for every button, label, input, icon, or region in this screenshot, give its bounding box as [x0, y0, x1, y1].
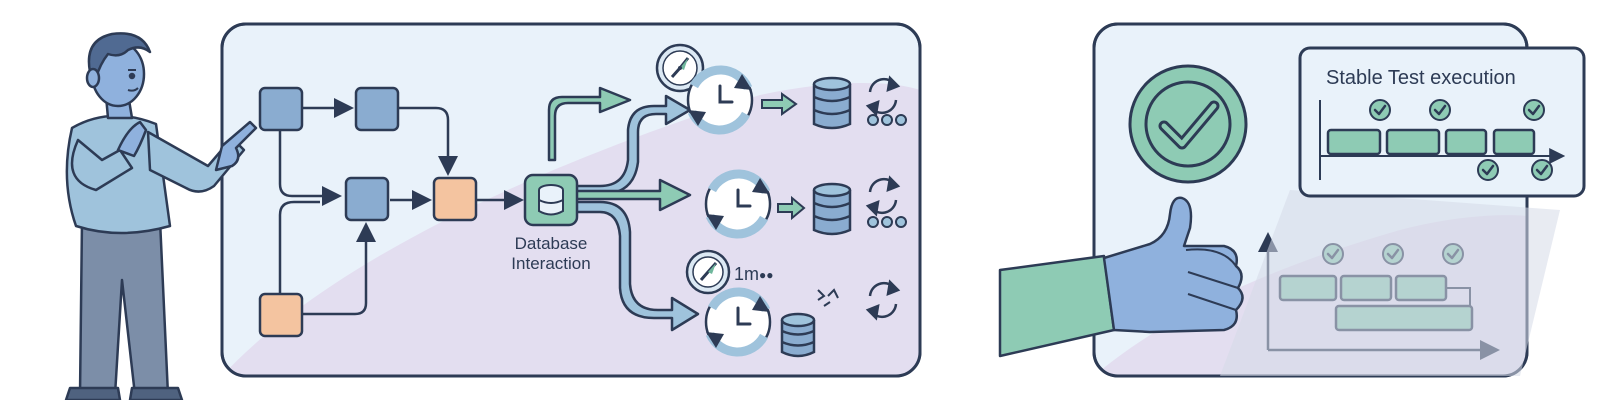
loading-dots [867, 114, 907, 126]
branch-arrows [547, 86, 700, 332]
error-spark-icon [817, 288, 839, 307]
flow-panel: Database Interaction [220, 22, 922, 378]
timeout-label: 1m●● [734, 264, 774, 284]
branch-arrow-upper [574, 94, 692, 196]
process-box [344, 176, 390, 222]
timeline-bar [1385, 128, 1441, 156]
flow-connectors [278, 98, 524, 316]
refresh-icon [865, 75, 901, 117]
compass-icon [685, 249, 731, 295]
database-label: Database [515, 234, 588, 253]
person-illustration [64, 32, 258, 400]
stable-execution-callout: Stable Test execution [1298, 46, 1586, 198]
result-arrows [761, 92, 806, 221]
timeline-bar [1326, 128, 1382, 156]
loading-dots [867, 216, 907, 228]
compass-icon [655, 43, 705, 93]
branch-arrow-middle [574, 178, 692, 212]
retry-clock-icon [686, 65, 754, 135]
success-check-icon [1128, 64, 1248, 184]
timeline-bar [1444, 128, 1488, 156]
process-box-start [258, 86, 304, 132]
database-icon [780, 312, 816, 358]
process-box-highlight [432, 176, 478, 222]
callout-title: Stable Test execution [1326, 67, 1516, 89]
retry-clock-icon [704, 287, 772, 357]
database-node [523, 173, 579, 227]
database-label: Interaction [511, 254, 590, 273]
refresh-icon [865, 175, 901, 217]
process-box-highlight [258, 292, 304, 338]
database-icon [812, 182, 852, 236]
branch-arrow-lower [574, 200, 700, 332]
timeline-bar [1492, 128, 1536, 156]
process-box [354, 86, 400, 132]
branch-arrow-up [547, 86, 632, 162]
refresh-icon [865, 279, 901, 321]
retry-clock-icon [704, 169, 772, 239]
callout-pointer [1220, 190, 1560, 376]
database-icon [812, 76, 852, 130]
thumbs-up-icon [998, 196, 1244, 358]
